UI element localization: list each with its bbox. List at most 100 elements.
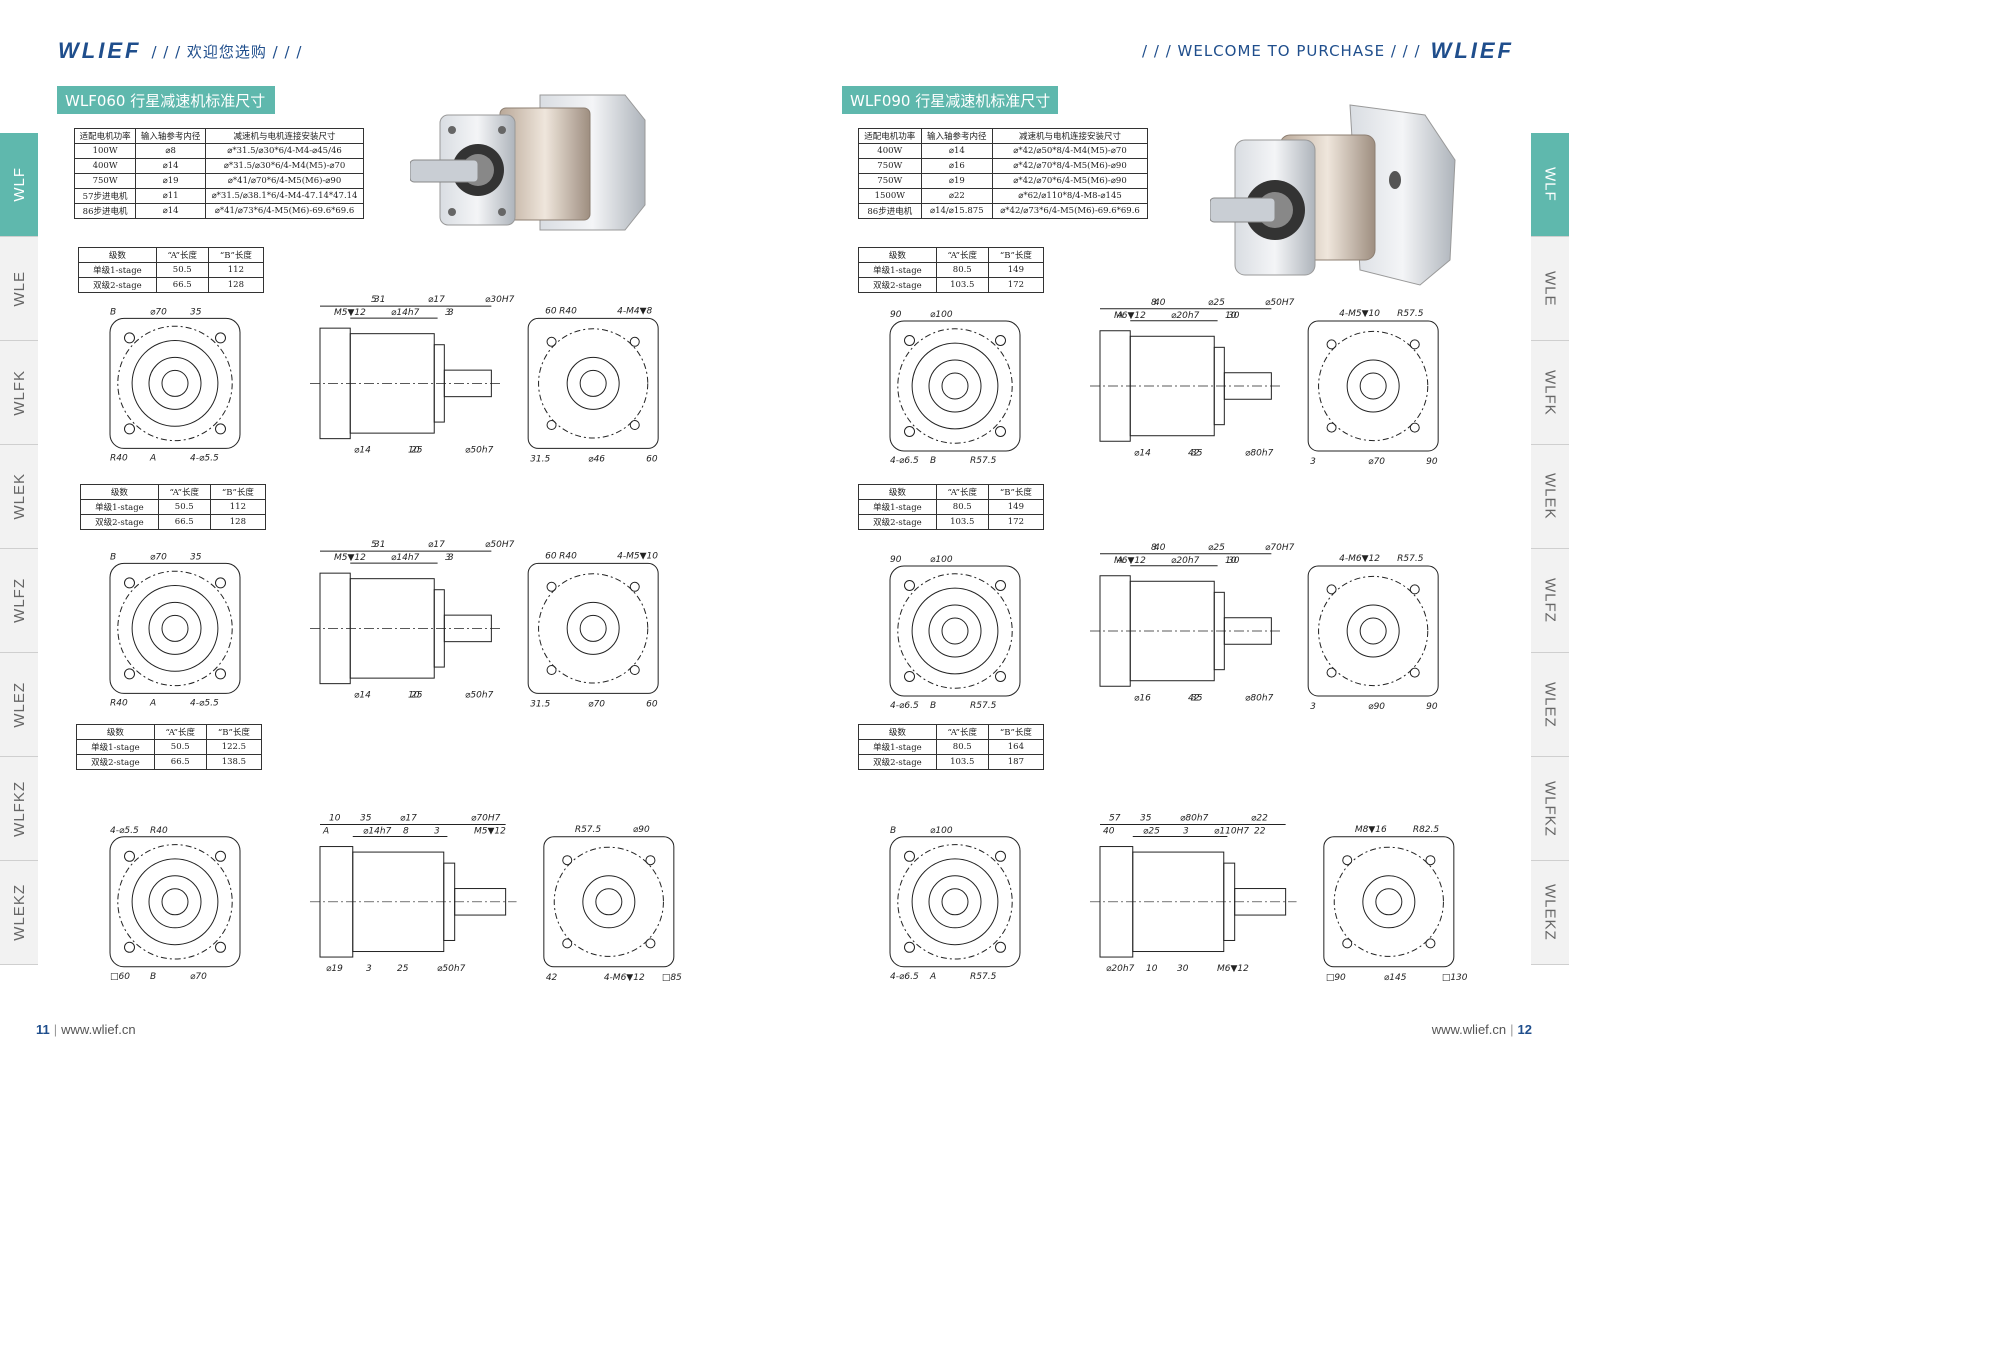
brand-logo: WLIEF — [58, 38, 142, 63]
side-tab[interactable]: WLEZ — [1531, 653, 1569, 757]
dimension-label: 30 — [1228, 311, 1240, 321]
bolt-hole — [215, 668, 226, 680]
side-tab[interactable]: WLEZ — [0, 653, 38, 757]
dimension-label: 4-M6▼12 — [604, 973, 645, 983]
side-tab[interactable]: WLF — [0, 133, 38, 237]
dimension-label: ⌀14h7 — [391, 553, 420, 563]
dimension-label: ⌀145 — [1384, 973, 1407, 983]
dimension-label: ⌀100 — [930, 826, 953, 836]
dimension-label: 31.5 — [530, 699, 550, 709]
dimension-label: □90 — [1326, 973, 1346, 983]
bolt-hole — [215, 577, 226, 589]
bolt-hole — [1409, 667, 1420, 678]
dimension-label: 90 — [890, 310, 902, 320]
side-tab[interactable]: WLFZ — [1531, 549, 1569, 653]
dimension-label: ⌀50h7 — [465, 691, 494, 701]
dimension-label: ⌀100 — [930, 555, 953, 565]
bolt-hole — [546, 581, 557, 592]
side-tab[interactable]: WLFKZ — [0, 757, 38, 861]
bolt-hole — [1409, 339, 1420, 350]
dimension-label: 25 — [397, 964, 409, 974]
dimension-label: R57.5 — [970, 972, 997, 982]
brand-logo: WLIEF — [1430, 38, 1514, 63]
dimension-label: ⌀20h7 — [1106, 964, 1135, 974]
dimension-label: 3 — [434, 827, 440, 837]
dimension-label: R57.5 — [1397, 309, 1424, 319]
end-view-outline — [1323, 836, 1455, 968]
bolt-hole — [124, 850, 135, 862]
dimension-label: 4-M5▼10 — [617, 551, 658, 561]
bolt-hole — [904, 580, 915, 591]
dimension-label: ⌀50H7 — [485, 540, 515, 550]
dimension-label: R40 — [559, 306, 577, 316]
side-tab[interactable]: WLE — [1531, 237, 1569, 341]
bolt-hole — [629, 581, 640, 592]
dimension-label: ⌀50h7 — [437, 964, 466, 974]
bolt-hole — [215, 332, 226, 344]
bolt-hole — [645, 938, 656, 949]
dimension-label: 8 — [403, 827, 409, 837]
side-tab[interactable]: WLF — [1531, 133, 1569, 237]
bolt-hole — [1326, 584, 1337, 595]
dimension-label: 35 — [1191, 448, 1203, 458]
dimension-label: R57.5 — [970, 701, 997, 711]
flange-outline — [109, 317, 241, 449]
footer-url[interactable]: www.wlief.cn — [1431, 1022, 1507, 1037]
end-view-outline — [527, 317, 659, 449]
side-tabs-right: WLF WLE WLFK WLEK WLFZ WLEZ WLFKZ WLEKZ — [1531, 133, 1569, 965]
bolt-hole — [215, 941, 226, 953]
dimension-label: 4-⌀6.5 — [890, 456, 919, 466]
dimension-label: 4-⌀6.5 — [890, 972, 919, 982]
side-tab[interactable]: WLEKZ — [0, 861, 38, 965]
side-tab[interactable]: WLFK — [1531, 341, 1569, 445]
side-tab[interactable]: WLEK — [0, 445, 38, 549]
side-tab[interactable]: WLFZ — [0, 549, 38, 653]
footer-url[interactable]: www.wlief.cn — [61, 1022, 136, 1037]
dimension-label: 10 — [408, 691, 420, 701]
dimension-label: ⌀50h7 — [465, 446, 494, 456]
dimension-label: R82.5 — [1413, 825, 1440, 835]
dimension-label: 60 — [545, 551, 557, 561]
bolt-hole — [1326, 339, 1337, 350]
dimension-label: M5▼12 — [474, 827, 506, 837]
dimension-label: A — [149, 698, 156, 708]
dimension-label: R57.5 — [575, 825, 602, 835]
side-tab[interactable]: WLEK — [1531, 445, 1569, 549]
dimension-label: 40 — [1154, 298, 1166, 308]
dimension-label: 40 — [1154, 543, 1166, 553]
motor-spec-table-right: 适配电机功率输入轴参考内径减速机与电机连接安装尺寸 400W⌀14⌀*42/⌀5… — [858, 128, 1148, 219]
dimension-label: 25 — [411, 446, 423, 456]
dimension-label: ⌀14 — [1134, 448, 1151, 458]
side-tab[interactable]: WLEKZ — [1531, 861, 1569, 965]
side-tab[interactable]: WLE — [0, 237, 38, 341]
dimension-label: 4-M5▼10 — [1339, 309, 1380, 319]
dimension-label: ⌀70 — [588, 699, 605, 709]
side-tab[interactable]: WLFKZ — [1531, 757, 1569, 861]
dimension-label: A — [929, 972, 936, 982]
dimension-label: 35 — [190, 307, 202, 317]
bolt-hole — [645, 855, 656, 866]
bolt-hole — [995, 335, 1006, 346]
bolt-hole — [1342, 938, 1353, 949]
side-tab[interactable]: WLFK — [0, 341, 38, 445]
dimension-label: ⌀46 — [588, 454, 605, 464]
dimension-label: 3 — [1310, 702, 1316, 712]
bolt-hole — [546, 665, 557, 675]
dimension-label: ⌀70 — [150, 552, 167, 562]
dimension-label: 57 — [1109, 814, 1121, 824]
dimension-label: 90 — [1426, 457, 1438, 467]
dimension-label: R57.5 — [1397, 554, 1424, 564]
welcome-text-cn: / / / 欢迎您选购 / / / — [151, 42, 303, 61]
dimension-label: 35 — [1191, 693, 1203, 703]
dimension-label: ⌀90 — [633, 825, 650, 835]
end-view-outline — [1307, 565, 1439, 697]
dimension-label: R40 — [150, 826, 168, 836]
side-tabs-left: WLF WLE WLFK WLEK WLFZ WLEZ WLFKZ WLEKZ — [0, 133, 38, 965]
dimension-label: A — [149, 453, 156, 463]
dimension-label: 10 — [1225, 311, 1237, 321]
bolt-hole — [1409, 422, 1420, 433]
flange-outline — [889, 320, 1021, 452]
